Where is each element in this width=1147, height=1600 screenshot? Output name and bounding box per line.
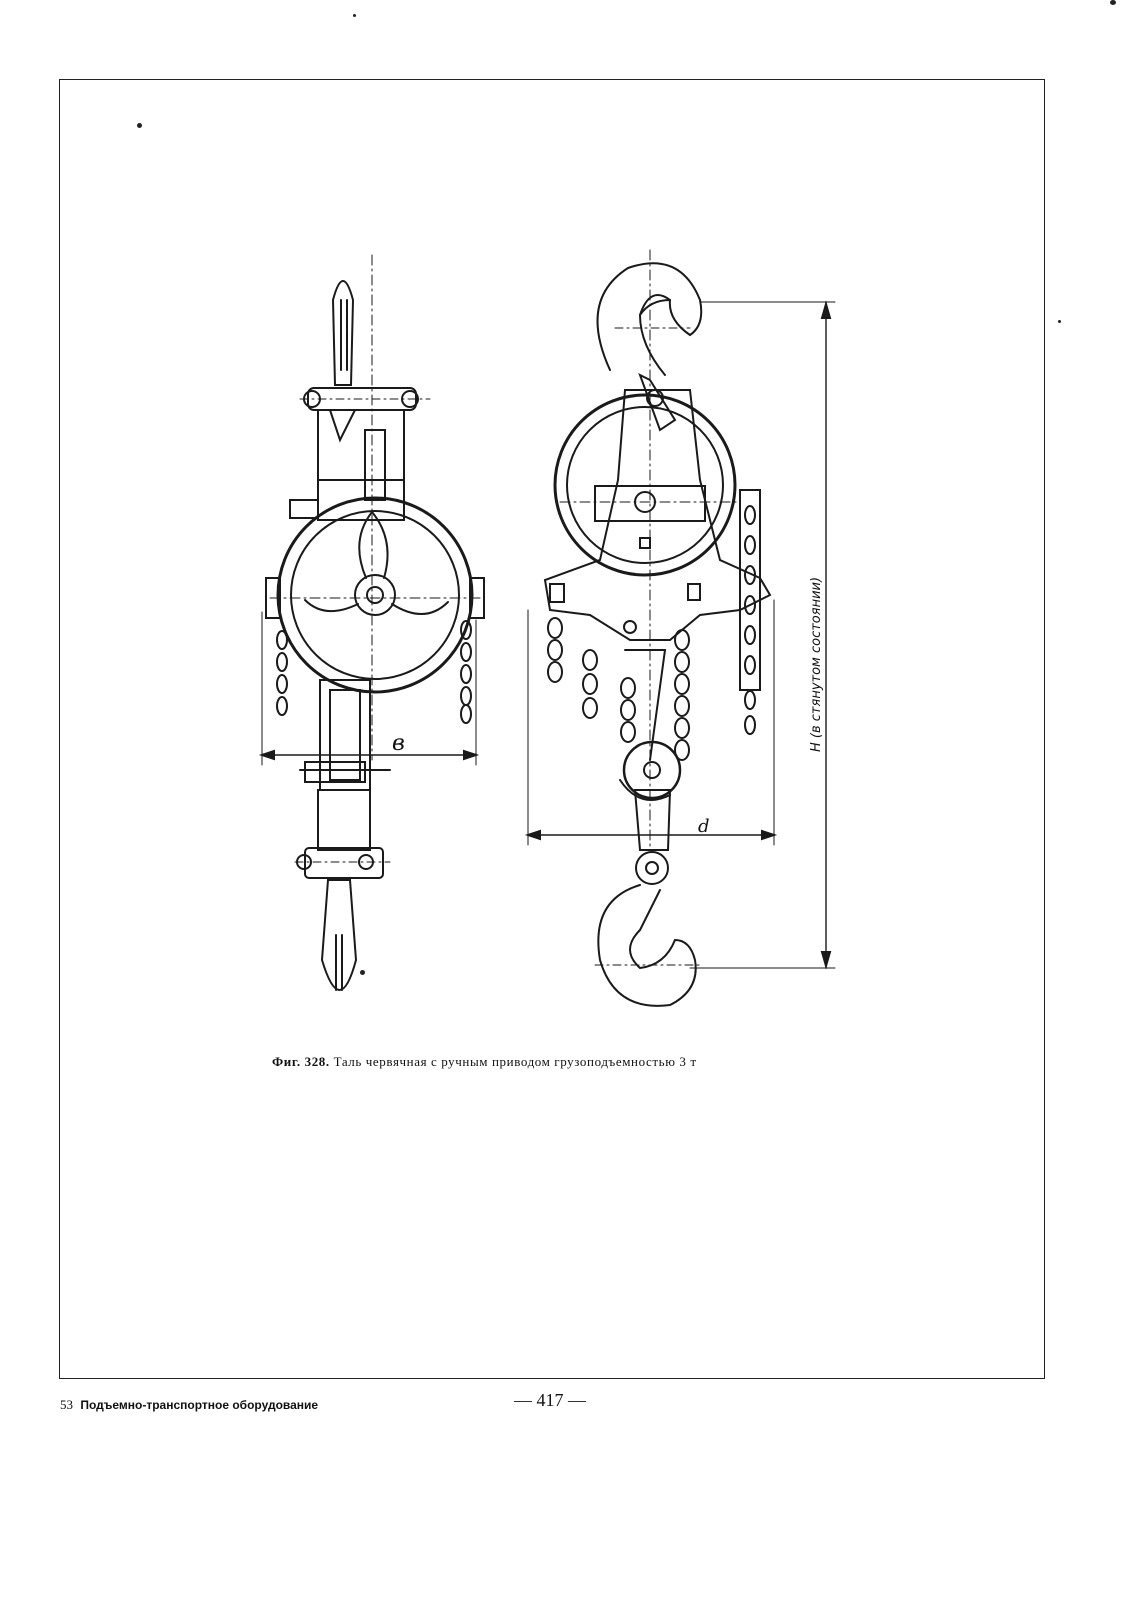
figure-caption: Фиг. 328. Таль червячная с ручным привод… xyxy=(272,1054,892,1070)
hoist-side-view xyxy=(258,254,485,991)
scan-speck xyxy=(1058,320,1061,323)
dimension-label-d: d xyxy=(698,816,710,837)
figure-number: Фиг. 328. xyxy=(272,1054,330,1069)
scan-speck xyxy=(1110,0,1116,5)
figure-caption-text: Таль червячная с ручным приводом грузопо… xyxy=(333,1054,697,1069)
dimension-label-h: H (в стянутом состоянии) xyxy=(809,577,824,752)
scan-speck xyxy=(360,970,365,975)
scan-speck xyxy=(137,123,142,128)
signature-number: 53 xyxy=(60,1397,73,1412)
scan-speck xyxy=(353,14,356,17)
dimension-label-b: в xyxy=(392,731,405,756)
hoist-front-view xyxy=(524,249,836,1007)
page-frame xyxy=(59,79,1045,1379)
book-title: Подъемно-транспортное оборудование xyxy=(80,1398,319,1412)
footer-signature: 53 Подъемно-транспортное оборудование xyxy=(60,1397,318,1413)
page-number: — 417 — xyxy=(514,1390,586,1410)
